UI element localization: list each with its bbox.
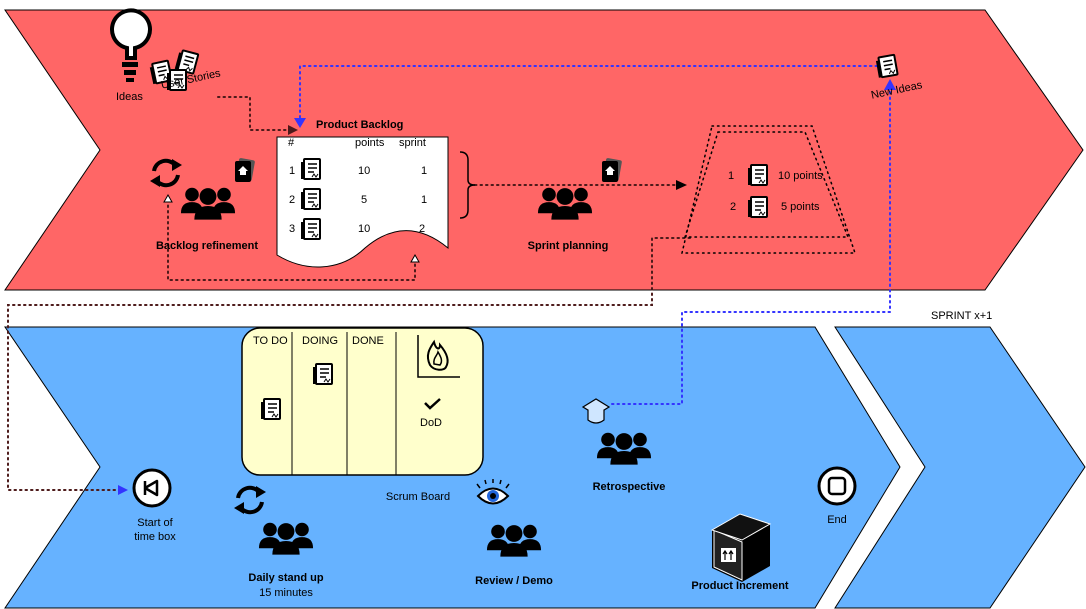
daily-standup-duration: 15 minutes	[259, 587, 313, 599]
refinement-arrowhead	[163, 193, 173, 203]
planning-arrowhead	[676, 180, 687, 190]
backlog-row-number: 3	[289, 223, 296, 235]
sprint-item-number: 1	[728, 170, 735, 182]
board-col-doing: DOING	[302, 335, 339, 347]
backlog-row-points: 5	[361, 194, 368, 206]
backlog-sprint-arrowhead	[410, 253, 420, 263]
new-ideas-up-arrowhead	[884, 79, 896, 90]
retrospective-to-new-ideas-connector	[611, 89, 891, 405]
new-ideas-icon	[874, 53, 899, 79]
sprint-item-doc-icon	[747, 164, 768, 186]
lightbulb-icon	[110, 8, 152, 82]
backlog-row-points: 10	[358, 223, 371, 235]
backlog-brace	[459, 151, 476, 219]
new-ideas-to-backlog-connector	[299, 65, 889, 121]
backlog-arrowhead	[288, 125, 298, 135]
daily-standup-label: Daily stand up	[248, 572, 324, 584]
start-arrowhead	[118, 485, 128, 495]
end-icon	[817, 466, 857, 506]
dod-label: DoD	[420, 417, 443, 429]
review-demo-label: Review / Demo	[475, 575, 553, 587]
end-label: End	[827, 514, 847, 526]
doing-card-doc-icon	[312, 363, 333, 385]
dod-checkmark-icon	[424, 398, 441, 410]
product-increment-label: Product Increment	[691, 580, 789, 592]
next-sprint-label: SPRINT x+1	[931, 310, 993, 322]
planning-to-sprint-connector	[7, 237, 691, 491]
retrospective-graduation-cap-icon	[581, 398, 611, 424]
backlog-col-points: points	[355, 137, 385, 149]
todo-card-doc-icon	[260, 398, 281, 420]
sprint-backlog-outline-outer	[681, 125, 857, 254]
sprint-item-points: 10 points	[778, 170, 823, 182]
ideas-label: Ideas	[116, 91, 143, 103]
board-col-done: DONE	[352, 335, 384, 347]
backlog-item-doc-icon	[300, 188, 321, 210]
backlog-row-sprint: 2	[419, 223, 426, 235]
backlog-row-sprint: 1	[421, 165, 428, 177]
scrum-board-label: Scrum Board	[385, 491, 451, 503]
start-timebox-label-line2: time box	[134, 531, 176, 543]
burndown-chart-icon	[417, 335, 460, 378]
retrospective-label: Retrospective	[592, 481, 666, 493]
sprint-item-points: 5 points	[781, 201, 820, 213]
backlog-row-number: 1	[289, 165, 296, 177]
backlog-row-number: 2	[289, 194, 296, 206]
sprint-planning-label: Sprint planning	[527, 240, 609, 252]
new-ideas-arrowhead	[294, 118, 306, 128]
next-sprint-band	[834, 326, 1086, 609]
backlog-col-number: #	[288, 137, 295, 149]
backlog-row-sprint: 1	[421, 194, 428, 206]
backlog-item-doc-icon	[300, 158, 321, 180]
sprint-item-doc-icon	[747, 196, 768, 218]
sprint-item-number: 2	[730, 201, 737, 213]
board-col-todo: TO DO	[253, 335, 288, 347]
refinement-loop-connector	[167, 199, 416, 281]
ideas-to-backlog-connector	[217, 96, 289, 131]
backlog-col-sprint: sprint	[399, 137, 426, 149]
start-timebox-icon	[132, 468, 172, 508]
product-backlog-title: Product Backlog	[316, 119, 404, 131]
backlog-row-points: 10	[358, 165, 371, 177]
product-backlog-band	[4, 9, 1084, 291]
backlog-item-doc-icon	[300, 218, 321, 240]
backlog-refinement-label: Backlog refinement	[155, 240, 259, 252]
review-eye-icon	[476, 479, 510, 505]
start-timebox-label-line1: Start of	[137, 517, 173, 529]
scrum-board	[241, 327, 484, 476]
product-increment-box-icon	[710, 513, 772, 582]
